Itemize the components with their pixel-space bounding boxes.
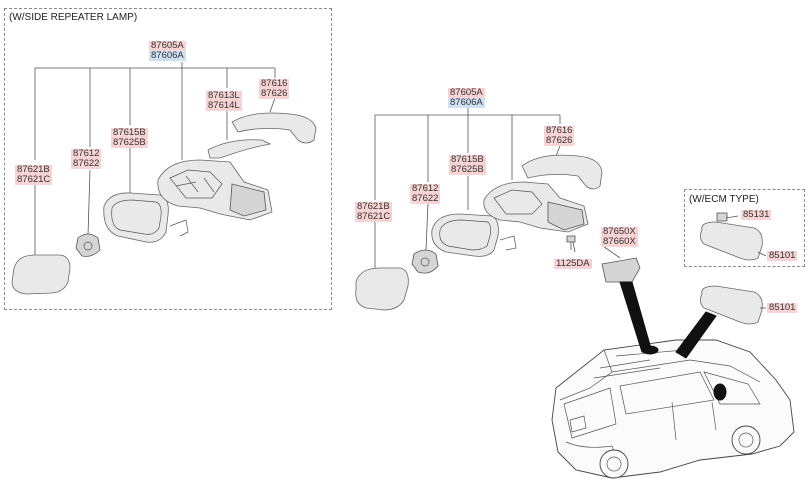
ecm-frame-title: (W/ECM TYPE) [689, 194, 759, 205]
left-label-87625B: 87625B [111, 137, 148, 148]
mid-label-87622: 87622 [410, 193, 441, 204]
mid-label-1125DA: 1125DA [554, 258, 592, 269]
mid-label-87650X: 87650X [601, 226, 638, 237]
left-label-87613L: 87613L [206, 90, 242, 101]
left-label-87621C: 87621C [15, 174, 53, 185]
rearview-mirrors [700, 212, 767, 325]
left-label-87622: 87622 [71, 158, 102, 169]
ecm-frame [684, 189, 805, 267]
ecm-label-85131: 85131 [741, 209, 772, 220]
mid-label-87605A: 87605A [448, 87, 485, 98]
mid-label-87625B: 87625B [449, 164, 486, 175]
left-label-87606A: 87606A [149, 50, 186, 61]
left-leader-lines [34, 62, 276, 255]
left-parts [11, 112, 317, 295]
mid-label-87621C: 87621C [355, 211, 393, 222]
middle-parts [355, 154, 641, 311]
middle-leader-lines [374, 108, 621, 268]
left-label-87614L: 87614L [206, 100, 242, 111]
side-repeater-frame-title: (W/SIDE REPEATER LAMP) [9, 12, 138, 23]
mid-label-87606A: 87606A [448, 97, 485, 108]
left-label-87615B: 87615B [111, 127, 148, 138]
mid-label-87621B: 87621B [355, 201, 392, 212]
left-label-87605A: 87605A [149, 40, 186, 51]
mid-label-87626: 87626 [544, 135, 575, 146]
side-repeater-frame [4, 8, 332, 310]
mid-label-87616: 87616 [544, 125, 575, 136]
mid-label-87660X: 87660X [601, 236, 638, 247]
left-label-87626: 87626 [259, 88, 290, 99]
car-outline [551, 281, 795, 479]
mid-label-87615B: 87615B [449, 154, 486, 165]
left-label-87621B: 87621B [15, 164, 52, 175]
label-85101: 85101 [767, 302, 798, 313]
mid-label-87612: 87612 [410, 183, 441, 194]
left-label-87612: 87612 [71, 148, 102, 159]
ecm-label-85101: 85101 [767, 250, 798, 261]
left-label-87616: 87616 [259, 78, 290, 89]
